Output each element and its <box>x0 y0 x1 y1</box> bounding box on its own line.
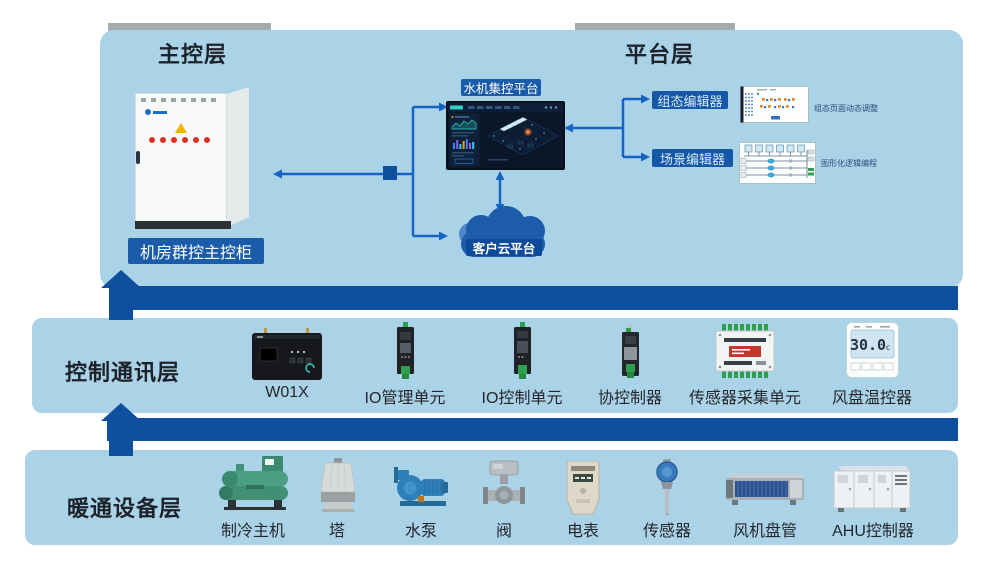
cabinet-side-panel <box>227 87 249 227</box>
section-title-platform: 平台层 <box>625 42 695 67</box>
equipment-label: 阀 <box>495 523 513 540</box>
flow-nodes <box>760 98 795 109</box>
cabinet-handle <box>136 151 140 164</box>
junction-node <box>383 166 397 180</box>
up-arrow-icon <box>101 270 141 320</box>
warning-triangle-icon <box>175 123 187 133</box>
device-sensor-acquisition <box>714 324 776 378</box>
equipment-label: 电表 <box>566 523 600 540</box>
equipment-chiller <box>216 456 292 512</box>
dashboard-bar-chart <box>453 139 475 149</box>
section-title-control: 控制通讯层 <box>65 360 181 385</box>
alert-marker <box>525 129 531 135</box>
equipment-label: AHU控制器 <box>832 523 914 540</box>
device-coordinator <box>621 324 640 380</box>
arrowhead-to-monitor-right <box>564 123 573 133</box>
equipment-label: 风机盘管 <box>732 523 798 540</box>
device-thermostat: 30.0 c <box>846 322 899 378</box>
pump-icons <box>767 158 775 178</box>
grey-tab-right <box>575 23 735 31</box>
arrowhead-up <box>495 171 505 180</box>
indicator-light <box>182 137 188 143</box>
indicator-light <box>149 137 155 143</box>
scada-monitor <box>446 101 565 170</box>
control-cabinet <box>135 85 250 231</box>
dashboard-logo <box>450 105 463 110</box>
indicator-light <box>204 137 210 143</box>
editor-button-1: 组态编辑器 <box>652 91 728 109</box>
section-title-master: 主控层 <box>158 42 228 67</box>
cabinet-base <box>135 221 231 229</box>
grey-tab-left <box>108 23 271 31</box>
monitor-label: 水机集控平台 <box>461 79 541 96</box>
equipment-label: 水泵 <box>404 523 438 540</box>
device-io-control <box>513 322 532 380</box>
arrowhead-to-cloud <box>439 231 448 241</box>
device-label: IO管理单元 <box>364 390 446 407</box>
cabinet-vents <box>141 98 221 102</box>
equipment-label: 制冷主机 <box>220 523 286 540</box>
dashboard-screen <box>448 103 563 168</box>
equipment-valve <box>483 460 525 516</box>
arrowhead-to-editor-2 <box>641 152 650 162</box>
cabinet-label: 机房群控主控柜 <box>128 238 264 264</box>
editor-caption-2: 图形化逻辑编程 <box>821 159 877 168</box>
device-label: 风盘温控器 <box>831 390 913 407</box>
device-gateway <box>252 328 322 380</box>
arrowhead-to-monitor <box>439 102 448 112</box>
device-io-management <box>396 322 415 380</box>
up-arrow-icon <box>101 403 141 456</box>
cabinet-front-door <box>135 93 227 223</box>
brand-logo-bar <box>153 111 167 114</box>
arrowhead-to-cabinet <box>273 169 282 179</box>
device-label: IO控制单元 <box>481 390 563 407</box>
arrowhead-to-editor-1 <box>641 94 650 104</box>
iso-chiller-slabs <box>499 117 528 132</box>
equipment-electric-meter <box>564 461 602 516</box>
thermostat-reading: 30.0 <box>850 336 886 354</box>
dashboard-sidebar <box>449 113 480 167</box>
cloud-label: 客户云平台 <box>466 239 542 256</box>
indicator-light <box>171 137 177 143</box>
thermostat-unit: c <box>886 343 891 352</box>
equipment-cooling-tower <box>320 458 356 512</box>
editor-screenshot-2 <box>739 142 816 184</box>
editor-button-2: 场景编辑器 <box>652 149 733 167</box>
section-title-equipment: 暖通设备层 <box>67 496 183 521</box>
customer-cloud: 客户云平台 <box>453 203 553 265</box>
tower-icons <box>744 144 805 156</box>
equipment-label: 传感器 <box>642 523 692 540</box>
indicator-light <box>160 137 166 143</box>
brand-logo-icon <box>145 109 151 115</box>
editor-screenshot-1 <box>740 86 809 123</box>
equipment-label: 塔 <box>328 523 346 540</box>
separator-bar-2 <box>107 418 958 441</box>
indicator-light <box>193 137 199 143</box>
panel-control-layer <box>32 318 958 413</box>
equipment-fan-coil <box>722 468 806 510</box>
device-label: W01X <box>265 384 309 401</box>
editor-caption-1: 组态页面动态调整 <box>814 104 878 113</box>
device-label: 协控制器 <box>597 390 663 407</box>
separator-bar-1 <box>110 286 958 310</box>
equipment-ahu <box>832 462 912 514</box>
equipment-water-pump <box>394 462 450 508</box>
device-label: 传感器采集单元 <box>688 390 802 407</box>
equipment-sensor <box>652 459 682 516</box>
